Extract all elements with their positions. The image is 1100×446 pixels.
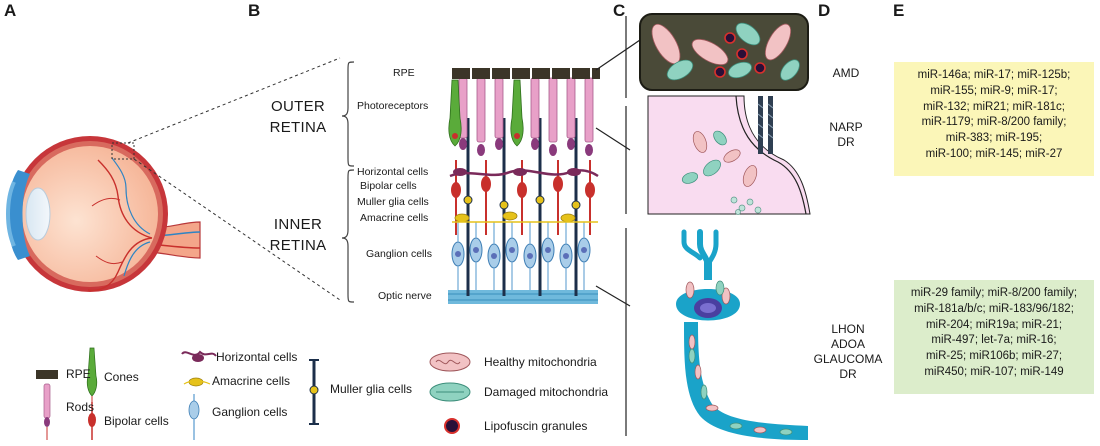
layer-label-rpe: RPE	[393, 67, 415, 79]
legend-rods: Rods	[66, 400, 95, 414]
mirna-box-amd-narp-dr: miR-146a; miR-17; miR-125b; miR-155; miR…	[894, 62, 1094, 176]
legend-muller-glia-cells: Muller glia cells	[330, 382, 413, 396]
inner-retina-label: INNER RETINA	[258, 214, 338, 256]
layer-label-muller-glia-cells: Muller glia cells	[357, 196, 429, 208]
disease-lhon: LHON	[831, 322, 865, 336]
photoreceptor-terminal-illustration	[647, 95, 811, 215]
panel-letter-d: D	[818, 1, 831, 20]
eye-illustration	[6, 136, 201, 292]
panel-letter-a: A	[4, 1, 17, 20]
mirna-line: miR-181a/b/c; miR-183/96/182;	[914, 302, 1074, 315]
disease-group-optic: LHON ADOA GLAUCOMA DR	[808, 322, 888, 382]
outer-retina-label: OUTER RETINA	[258, 96, 338, 138]
rpe-cell-illustration	[639, 13, 809, 91]
panel-letter-b: B	[248, 1, 261, 20]
mirna-line: miR-155; miR-9; miR-17;	[930, 84, 1058, 97]
layer-label-photoreceptors: Photoreceptors	[357, 100, 429, 112]
disease-adoa: ADOA	[830, 337, 865, 351]
legend-lipofuscin-granules: Lipofuscin granules	[484, 419, 588, 433]
legend-healthy-mitochondria: Healthy mitochondria	[484, 355, 597, 369]
outer-retina-line1: OUTER	[271, 98, 325, 115]
retina-layers	[448, 68, 600, 304]
mirna-box-optic-diseases: miR-29 family; miR-8/200 family; miR-181…	[894, 280, 1094, 394]
legend-cones: Cones	[104, 370, 139, 384]
legend-icons	[36, 347, 471, 440]
legend-amacrine-cells: Amacrine cells	[212, 374, 291, 388]
disease-group-narp-dr: NARP DR	[816, 120, 876, 150]
outer-retina-line2: RETINA	[269, 119, 327, 136]
inner-retina-line2: RETINA	[269, 237, 327, 254]
panel-letter-c: C	[613, 1, 626, 20]
mirna-line: miR-146a; miR-17; miR-125b;	[917, 69, 1071, 81]
mirna-line: miR450; miR-107; miR-149	[924, 365, 1064, 378]
disease-narp: NARP	[829, 120, 863, 134]
layer-label-bipolar-cells: Bipolar cells	[360, 180, 417, 192]
legend-ganglion-cells: Ganglion cells	[212, 405, 288, 419]
panel-letter-e: E	[893, 1, 905, 20]
legend-horizontal-cells: Horizontal cells	[216, 350, 298, 364]
mirna-line: miR-25; miR106b; miR-27;	[925, 350, 1063, 363]
layer-label-ganglion-cells: Ganglion cells	[366, 248, 432, 260]
legend-damaged-mitochondria: Damaged mitochondria	[484, 385, 609, 399]
legend-rpe: RPE	[66, 367, 91, 381]
mirna-line: miR-29 family; miR-8/200 family;	[910, 287, 1078, 299]
mirna-line: miR-132; miR21; miR-181c;	[923, 100, 1065, 113]
mirna-line: miR-204; miR19a; miR-21;	[925, 318, 1063, 331]
disease-amd: AMD	[832, 66, 860, 80]
mirna-line: miR-1179; miR-8/200 family;	[921, 116, 1067, 129]
layer-label-optic-nerve: Optic nerve	[378, 290, 432, 302]
layer-label-amacrine-cells: Amacrine cells	[360, 212, 429, 224]
disease-dr-2: DR	[839, 367, 857, 381]
disease-dr: DR	[837, 135, 855, 149]
layer-label-horizontal-cells: Horizontal cells	[357, 166, 429, 178]
ganglion-cell-illustration	[676, 229, 808, 440]
mirna-line: miR-100; miR-145; miR-27	[925, 147, 1063, 160]
mirna-line: miR-497; let-7a; miR-16;	[931, 334, 1057, 347]
inner-retina-line1: INNER	[273, 216, 323, 233]
mirna-line: miR-383; miR-195;	[945, 132, 1043, 145]
disease-glaucoma: GLAUCOMA	[813, 352, 883, 366]
legend-bipolar-cells: Bipolar cells	[104, 414, 169, 428]
